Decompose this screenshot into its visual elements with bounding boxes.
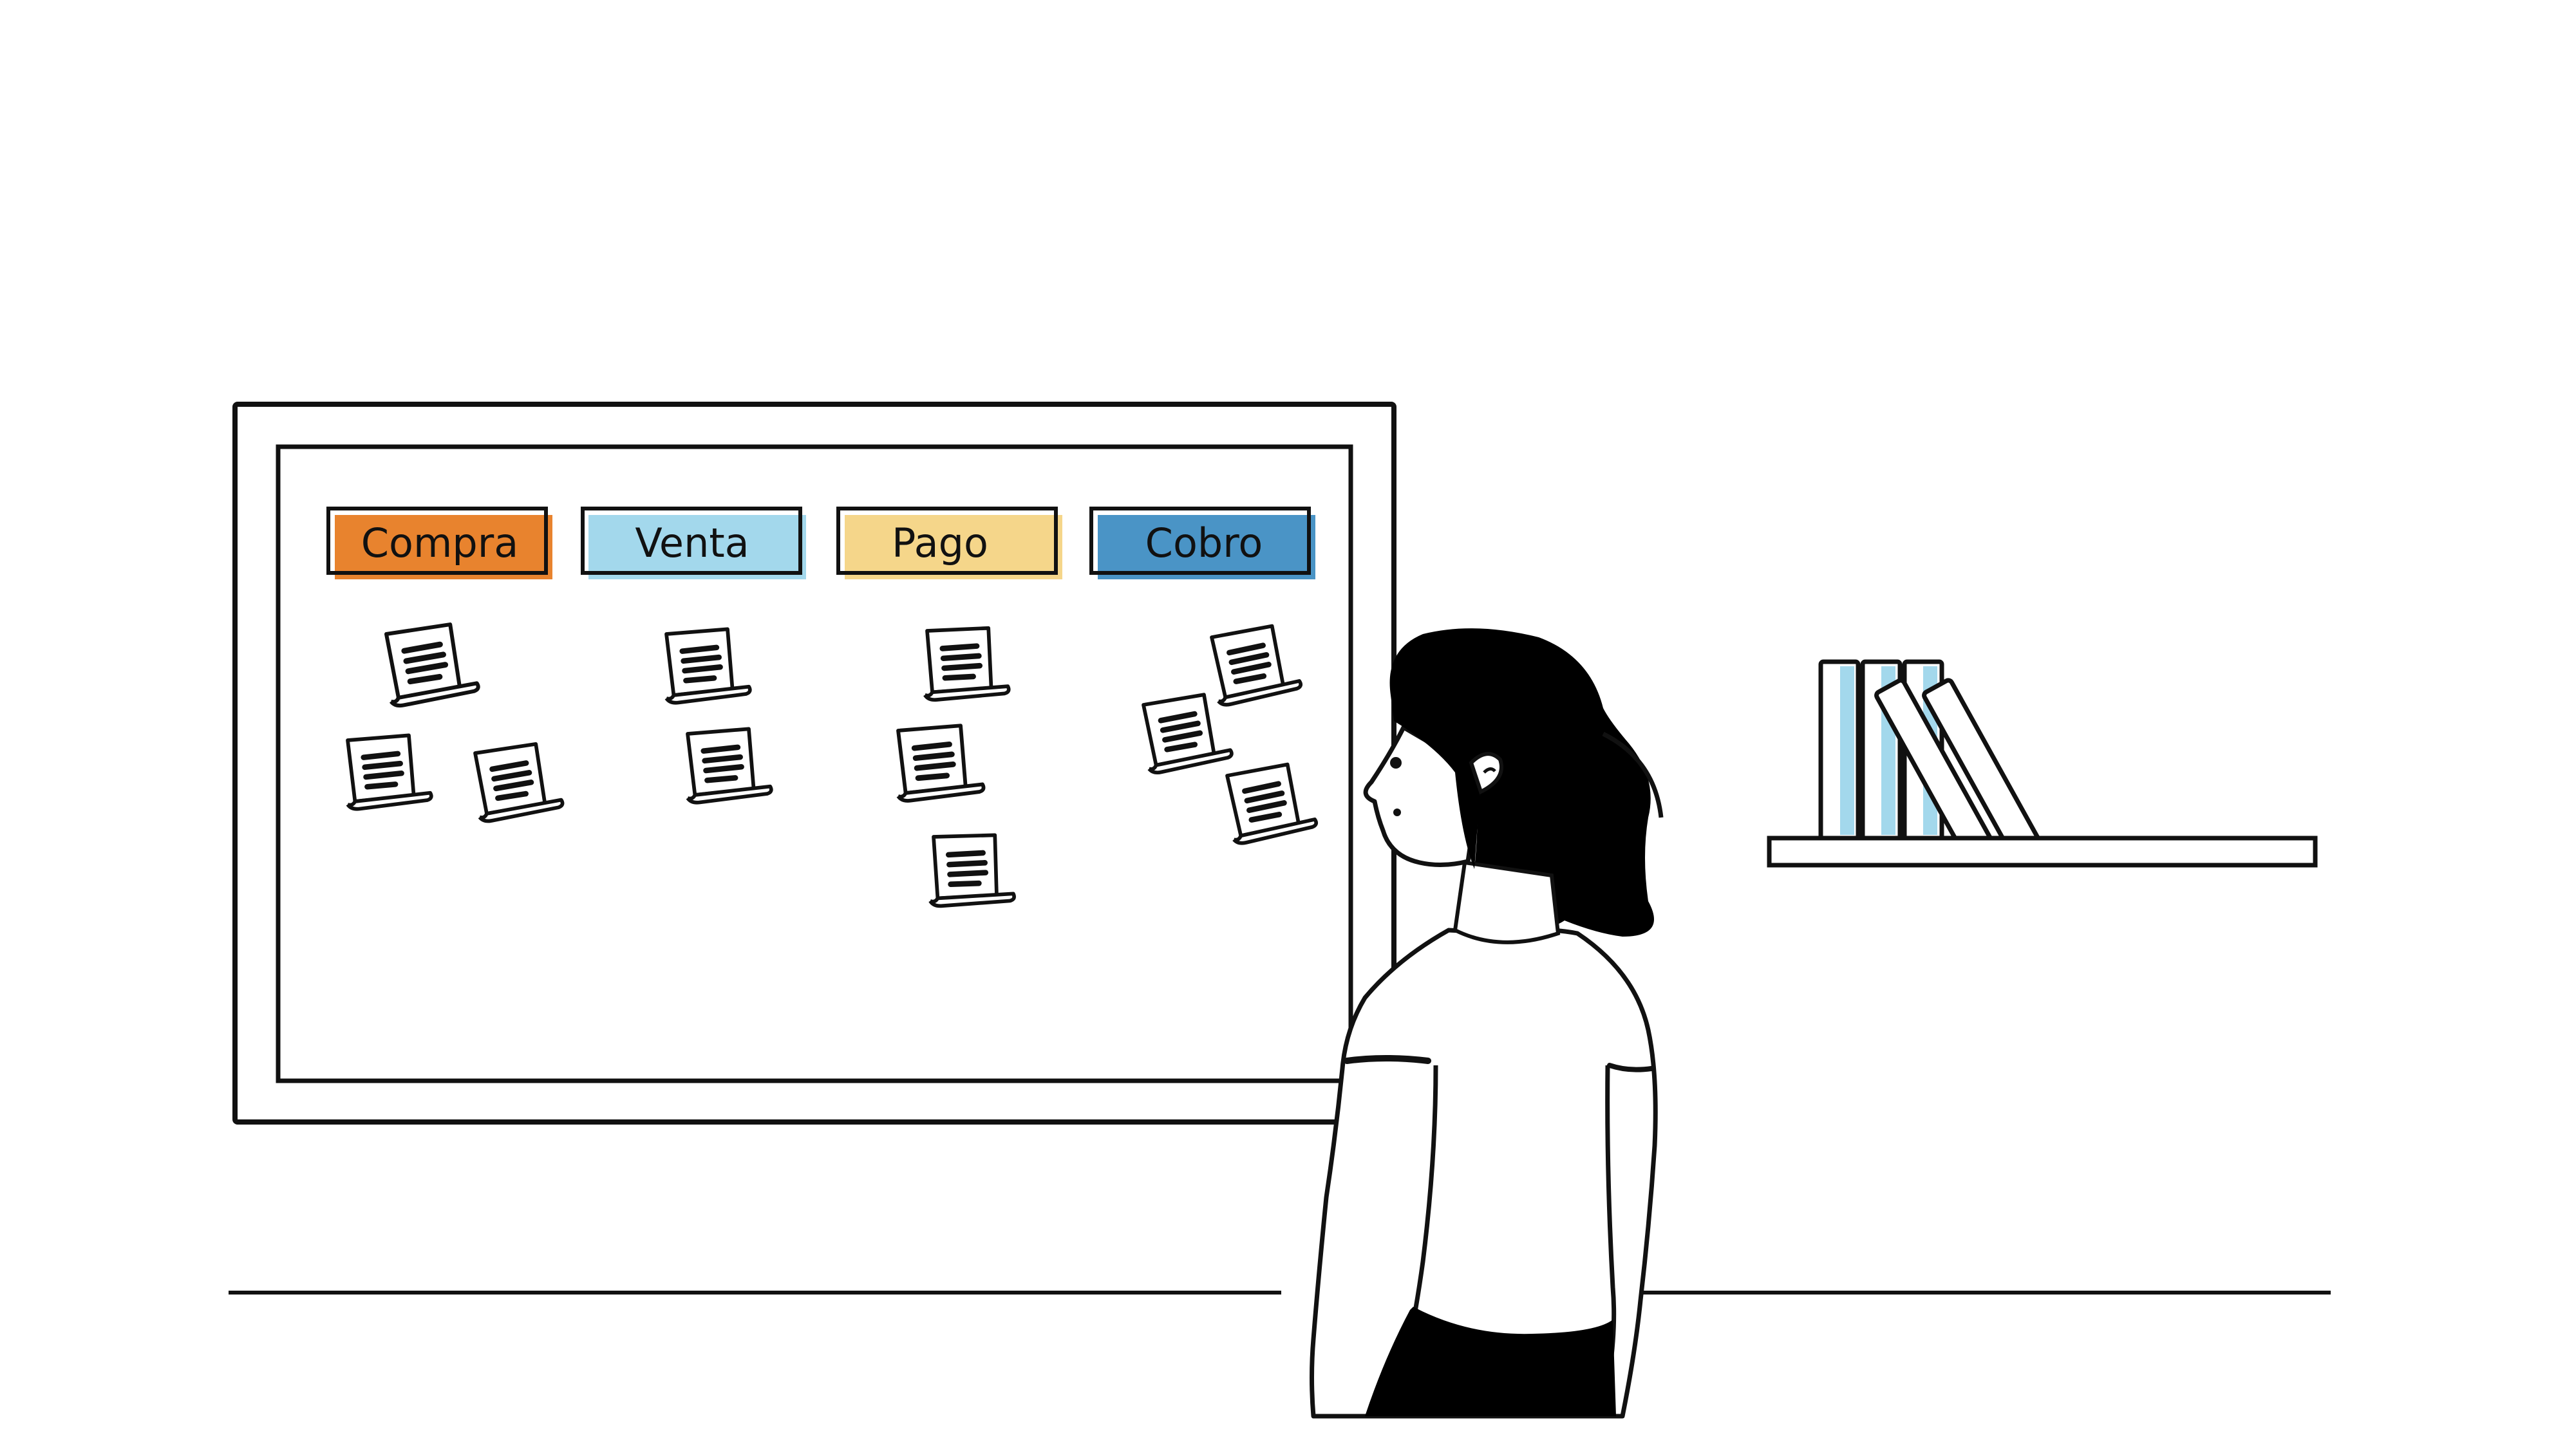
column-header-cobro: Cobro [1089,507,1315,579]
column-label-cobro: Cobro [1145,519,1263,566]
column-header-compra: Compra [326,507,552,579]
left-sleeve-line [1344,1055,1431,1064]
column-label-venta: Venta [635,519,749,566]
column-header-pago: Pago [836,507,1062,579]
eye [1390,757,1402,769]
column-label-compra: Compra [361,519,518,566]
hair-top [1389,628,1603,869]
cheek-dot [1393,809,1401,816]
column-label-pago: Pago [892,519,988,566]
pants [1365,1307,1616,1416]
hair-strand [1602,731,1664,818]
shirt [1310,928,1658,1419]
right-sleeve-line [1607,1063,1654,1072]
person [1310,628,1664,1419]
shelf-plank [1767,836,2318,868]
neck [1453,860,1561,944]
ear-detail [1483,767,1496,774]
book-1 [1818,659,1861,841]
column-header-venta: Venta [581,507,806,579]
ear [1469,752,1503,795]
bookshelf [1767,659,2318,868]
